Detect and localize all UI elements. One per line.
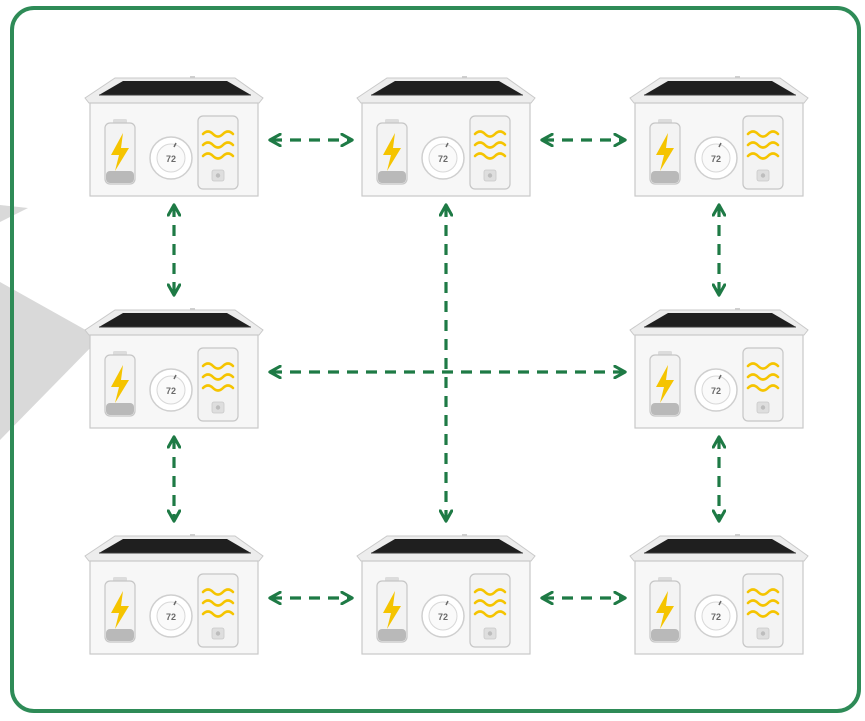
house-bottom-right: 72 [629,533,809,655]
heat-wave [201,141,235,149]
thermostat-icon: 72 [694,136,738,180]
lightning-bolt-icon [111,133,129,171]
heat-wave [201,599,235,607]
heat-wave [746,373,780,381]
thermostat-icon: 72 [694,594,738,638]
water-heater-icon [742,115,784,190]
house-middle-left: 72 [84,307,264,429]
water-heater-icon [469,115,511,190]
lightning-bolt-icon [383,133,401,171]
thermostat-icon: 72 [149,368,193,412]
heat-wave [746,362,780,370]
heat-wave [746,599,780,607]
heat-wave [746,141,780,149]
house-bottom-left: 72 [84,533,264,655]
thermostat-reading: 72 [166,154,176,164]
heat-wave [201,362,235,370]
heat-wave [746,384,780,392]
house-top-left: 72 [84,75,264,197]
house-top-right: 72 [629,75,809,197]
heat-wave [746,152,780,160]
thermostat-icon: 72 [421,594,465,638]
heat-wave [201,130,235,138]
heat-wave [201,152,235,160]
thermostat-reading: 72 [711,154,721,164]
lightning-bolt-icon [111,365,129,403]
thermostat-reading: 72 [438,612,448,622]
heat-wave [473,141,507,149]
thermostat-reading: 72 [711,386,721,396]
heat-wave [746,130,780,138]
pointer-wedge [0,282,100,440]
houses: 72 72 72 72 72 72 72 72 [84,75,809,655]
water-heater-icon [742,573,784,648]
heat-wave [201,373,235,381]
water-heater-icon [197,115,239,190]
heat-wave [201,610,235,618]
water-heater-icon [469,573,511,648]
thermostat-icon: 72 [694,368,738,412]
water-heater-icon [197,347,239,422]
thermostat-reading: 72 [438,154,448,164]
heat-wave [746,588,780,596]
house-bottom-center: 72 [356,533,536,655]
thermostat-icon: 72 [421,136,465,180]
lightning-bolt-icon [111,591,129,629]
heat-wave [473,599,507,607]
thermostat-reading: 72 [166,386,176,396]
house-top-center: 72 [356,75,536,197]
thermostat-reading: 72 [166,612,176,622]
house-middle-right: 72 [629,307,809,429]
water-heater-icon [197,573,239,648]
connection-arrows [174,140,719,598]
heat-wave [201,588,235,596]
water-heater-icon [742,347,784,422]
diagram-frame [10,6,861,713]
lightning-bolt-icon [656,591,674,629]
lightning-bolt-icon [383,591,401,629]
heat-wave [473,130,507,138]
lightning-bolt-icon [656,365,674,403]
thermostat-icon: 72 [149,594,193,638]
heat-wave [473,588,507,596]
heat-wave [746,610,780,618]
heat-wave [473,152,507,160]
heat-wave [201,384,235,392]
lightning-bolt-icon [656,133,674,171]
thermostat-reading: 72 [711,612,721,622]
thermostat-icon: 72 [149,136,193,180]
heat-wave [473,610,507,618]
